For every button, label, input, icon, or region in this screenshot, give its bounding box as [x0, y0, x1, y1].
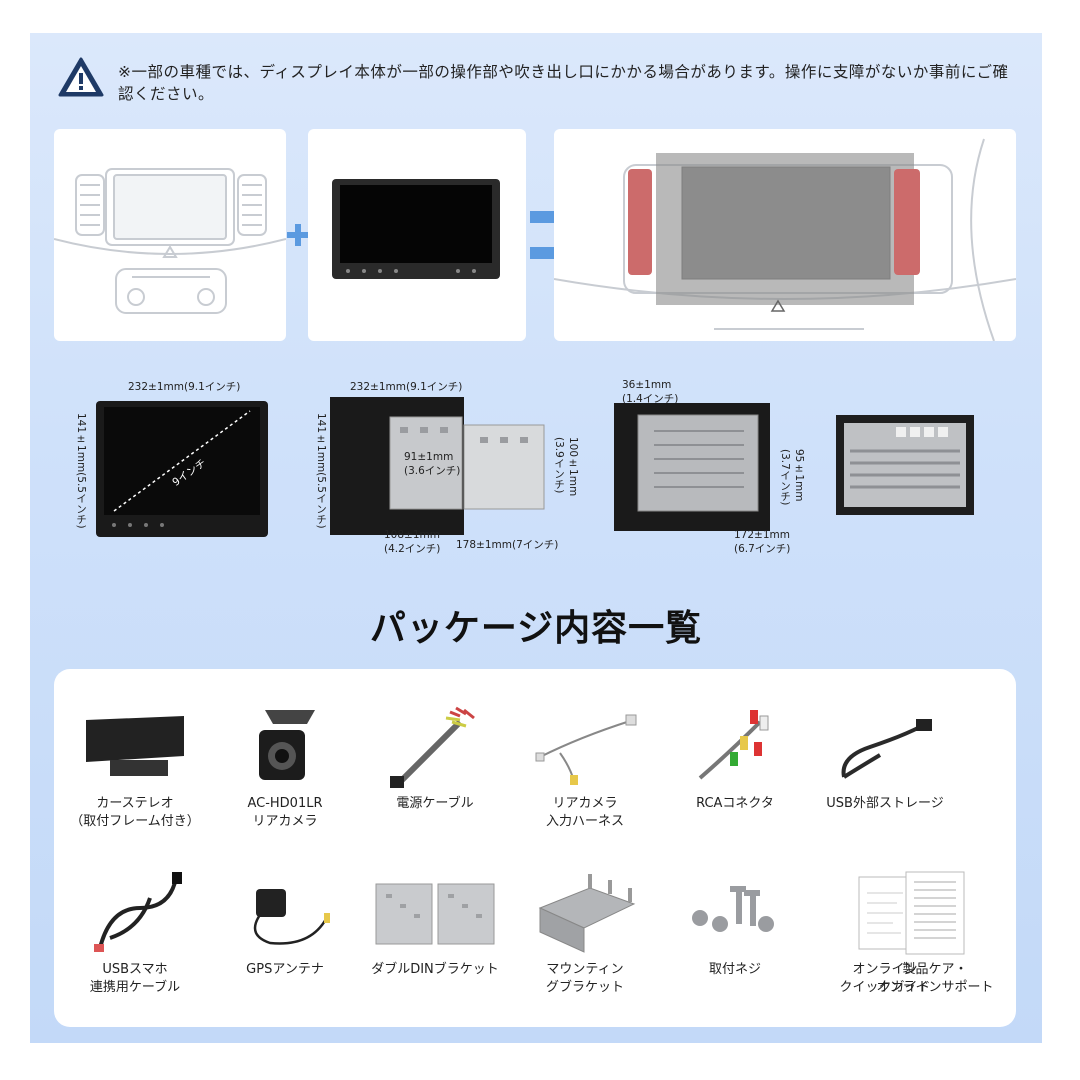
dim-side-width: 232±1mm(9.1インチ) — [350, 381, 463, 393]
dim-side-inner: 91±1mm (3.6インチ) — [404, 451, 461, 477]
package-item-rear-camera: AC-HD01LR リアカメラ — [210, 699, 360, 831]
rca-connector-icon — [698, 710, 769, 780]
package-item-label: RCAコネクタ — [696, 796, 774, 811]
package-item-label: 電源ケーブル — [396, 796, 474, 811]
package-item-label: カーステレオ （取付フレーム付き） — [70, 796, 200, 829]
usb-phone-cable-icon — [94, 872, 182, 952]
package-item-label: USB外部ストレージ — [826, 796, 944, 811]
dim-rear-thickness: 36±1mm (1.4インチ) — [622, 379, 679, 405]
mounting-bracket-icon — [538, 874, 636, 953]
package-item-usb-storage: USB外部ストレージ — [810, 699, 960, 813]
package-item-gps-antenna: GPSアンテナ — [210, 865, 360, 979]
gps-antenna-icon — [253, 889, 330, 945]
package-item-label: GPSアンテナ — [246, 962, 324, 977]
notice: ※一部の車種では、ディスプレイ本体が一部の操作部や吹き出し口にかかる場合がありま… — [58, 57, 1018, 105]
usb-storage-cable-icon — [841, 719, 932, 779]
package-item-label: USBスマホ 連携用ケーブル — [89, 962, 181, 995]
dim-rear-depth: 172±1mm (6.7インチ) — [734, 529, 791, 555]
package-item-label: リアカメラ 入力ハーネス — [545, 796, 624, 829]
package-item-label: マウンティン グブラケット — [545, 962, 624, 995]
rear-camera-icon — [259, 710, 315, 780]
dim-side-bracket-height: 100±1mm (3.9インチ) — [553, 437, 579, 497]
camera-harness-icon — [535, 714, 637, 785]
dim-side-height: 141±1mm(5.5インチ) — [315, 413, 327, 529]
rear-unit-photo — [836, 415, 974, 515]
display-unit-panel — [308, 129, 526, 341]
car-stereo-icon — [86, 716, 184, 776]
front-dimension-diagram: 232±1mm(9.1インチ) 141±1mm(5.5インチ) 9インチ — [74, 379, 274, 549]
support-doc-icon — [905, 871, 965, 955]
rear-dimension-diagram: 36±1mm (1.4インチ) 95±1mm (3.7インチ) 172±1mm … — [614, 379, 824, 569]
product-poster: ※一部の車種では、ディスプレイ本体が一部の操作部や吹き出し口にかかる場合がありま… — [30, 33, 1042, 1043]
display-unit-illustration — [332, 179, 500, 279]
package-item-quick-guide: オンライン クイックガイド — [810, 865, 960, 997]
side-dimension-diagram: 232±1mm(9.1インチ) 141±1mm(5.5インチ) 91±1mm (… — [314, 379, 584, 565]
package-item-label: AC-HD01LR リアカメラ — [247, 796, 323, 829]
dim-side-depth-b: 178±1mm(7インチ) — [456, 539, 559, 551]
warning-icon — [58, 57, 104, 97]
package-item-screws: 取付ネジ — [660, 865, 810, 979]
power-cable-icon — [390, 706, 475, 788]
installed-illustration — [554, 138, 1016, 341]
dashboard-installed-panel — [554, 129, 1016, 341]
screws-icon — [692, 886, 774, 932]
dim-front-height: 141±1mm(5.5インチ) — [75, 413, 87, 529]
package-item-usb-phone-cable: USBスマホ 連携用ケーブル — [60, 865, 210, 997]
package-contents-card: カーステレオ （取付フレーム付き） AC-HD01LR リアカメラ 電源ケーブル… — [54, 669, 1016, 1027]
notice-text: ※一部の車種では、ディスプレイ本体が一部の操作部や吹き出し口にかかる場合がありま… — [118, 63, 1009, 103]
dim-rear-height: 95±1mm (3.7インチ) — [779, 449, 805, 506]
package-item-label: ダブルDINブラケット — [371, 962, 499, 977]
package-item-label: 取付ネジ — [708, 962, 761, 977]
dim-side-depth-a: 108±1mm (4.2インチ) — [384, 529, 441, 555]
package-item-label: オンライン クイックガイド — [839, 962, 931, 995]
package-item-support-doc: 製品ケア・ オンラインサポート — [860, 865, 1010, 997]
package-item-din-bracket: ダブルDINブラケット — [360, 865, 510, 979]
dashboard-illustration — [54, 168, 286, 314]
package-headline: パッケージ内容一覧 — [369, 608, 703, 649]
din-bracket-icon — [375, 883, 495, 945]
package-item-mounting-bracket: マウンティン グブラケット — [510, 865, 660, 997]
dim-front-width: 232±1mm(9.1インチ) — [128, 381, 241, 393]
package-item-car-stereo: カーステレオ （取付フレーム付き） — [60, 699, 210, 831]
package-item-rca-connector: RCAコネクタ — [660, 699, 810, 813]
dashboard-before-panel — [54, 129, 286, 341]
package-item-camera-harness: リアカメラ 入力ハーネス — [510, 699, 660, 831]
package-item-power-cable: 電源ケーブル — [360, 699, 510, 813]
package-item-label: 製品ケア・ オンラインサポート — [876, 962, 994, 995]
plus-icon — [287, 224, 309, 246]
